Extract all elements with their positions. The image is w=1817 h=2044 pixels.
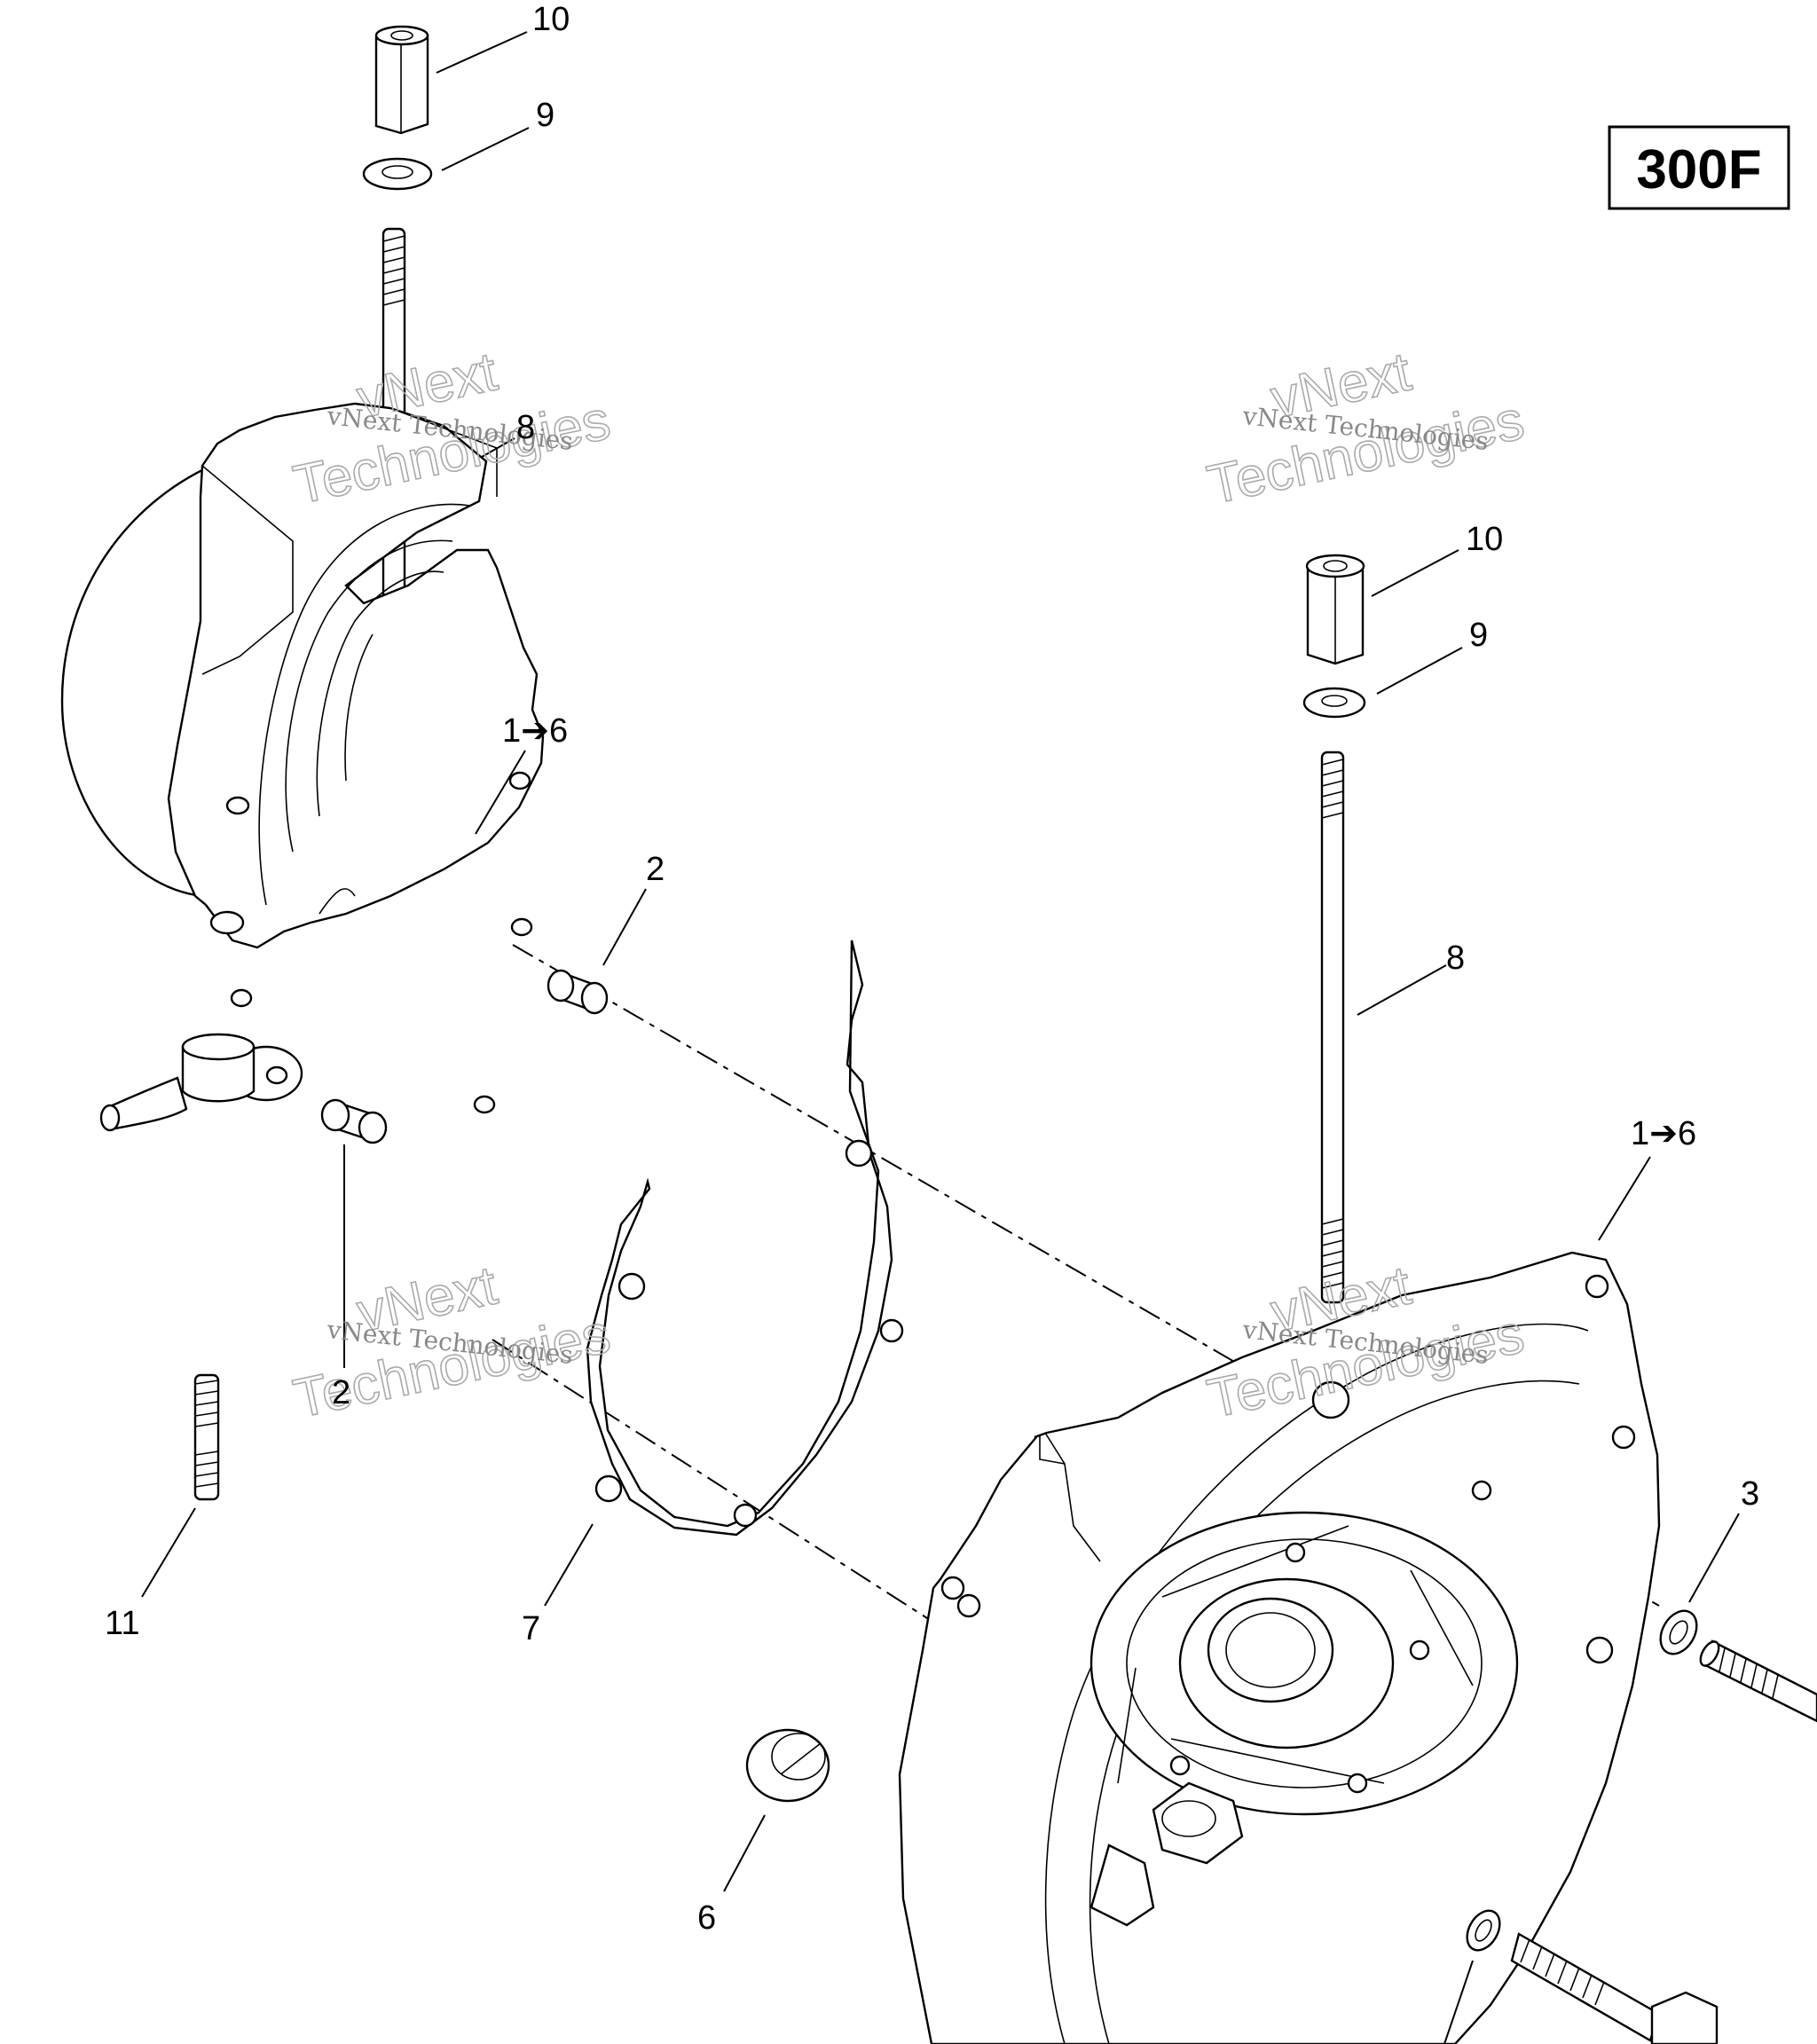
plug-part (745, 1728, 830, 1803)
callout-10-right: 10 (1466, 521, 1503, 558)
bottom-bolt-part (1466, 1909, 1719, 2044)
callout-9-left: 9 (536, 97, 555, 134)
long-stud-part-right (1320, 751, 1345, 1304)
right-housing-part (898, 1251, 1661, 2044)
oring-bolt-part (1659, 1609, 1817, 1723)
model-badge-label: 300F (1636, 139, 1761, 200)
model-badge: 300F (1608, 125, 1790, 210)
washer-part (362, 157, 433, 191)
callout-10-left: 10 (532, 1, 570, 38)
dowel-pin-part-upper (547, 969, 609, 1015)
callout-2-upper: 2 (646, 851, 665, 888)
callout-3: 3 (1741, 1475, 1759, 1513)
callout-1to6-left: 1➔6 (502, 712, 568, 750)
gasket-part (586, 939, 904, 1537)
hex-nut-part (374, 25, 429, 135)
callout-6: 6 (697, 1899, 716, 1937)
washer-part-right (1302, 687, 1366, 719)
callout-2-lower: 2 (332, 1374, 350, 1411)
callout-9-right: 9 (1469, 617, 1488, 654)
callout-11: 11 (105, 1605, 139, 1642)
callout-8-right: 8 (1446, 939, 1465, 977)
callout-8-left: 8 (516, 409, 535, 446)
callout-labels: 10 9 8 1➔6 2 2 11 7 6 10 9 8 1➔6 3 (105, 1, 1759, 1937)
hex-nut-part-right (1305, 554, 1365, 665)
callout-7: 7 (522, 1610, 540, 1647)
short-stud-part (193, 1373, 220, 1501)
housing-hub (1089, 1480, 1519, 1816)
left-housing-part (60, 402, 545, 1132)
callout-1to6-right: 1➔6 (1631, 1115, 1696, 1152)
dowel-pin-part-lower (320, 1098, 388, 1144)
